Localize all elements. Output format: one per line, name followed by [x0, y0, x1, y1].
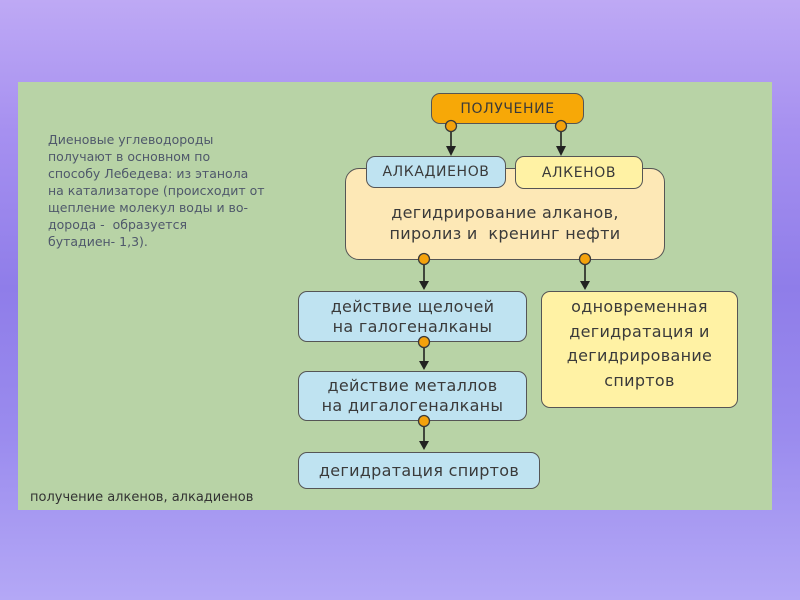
branch-alkadienes-label: АЛКАДИЕНОВ — [382, 164, 490, 180]
note-line: щепление молекул воды и во- — [48, 200, 249, 215]
branch-alkenes-label: АЛКЕНОВ — [541, 164, 617, 181]
common-method-line: дегидрирование алканов, — [391, 203, 619, 222]
dehydration-method-label: дегидратация спиртов — [318, 461, 520, 480]
note-line: на катализаторе (происходит от — [48, 183, 265, 198]
branch-node-alkadienes: АЛКАДИЕНОВ — [366, 156, 506, 188]
slide-caption: получение алкенов, алкадиенов — [30, 490, 254, 505]
simultaneous-method-line: дегидрирование — [566, 346, 713, 365]
note-line: дорода - образуется — [48, 217, 187, 232]
root-node-obtaining: ПОЛУЧЕНИЕ — [431, 93, 584, 124]
lebedev-method-note: Диеновые углеводороды получают в основно… — [48, 131, 298, 250]
note-line: способу Лебедева: из этанола — [48, 166, 249, 181]
note-line: бутадиен- 1,3). — [48, 234, 148, 249]
root-node-label: ПОЛУЧЕНИЕ — [460, 100, 555, 117]
alkali-method-node: действие щелочей на галогеналканы — [298, 291, 527, 342]
metals-method-line: на дигалогеналканы — [321, 396, 504, 415]
metals-method-node: действие металлов на дигалогеналканы — [298, 371, 527, 421]
dehydration-method-node: дегидратация спиртов — [298, 452, 540, 489]
note-line: получают в основном по — [48, 149, 211, 164]
metals-method-line: действие металлов — [327, 376, 498, 395]
alkali-method-line: на галогеналканы — [332, 316, 493, 336]
common-method-line: пиролиз и кренинг нефти — [389, 224, 621, 243]
note-line: Диеновые углеводороды — [48, 132, 214, 147]
alkali-method-line: действие щелочей — [330, 296, 495, 316]
simultaneous-method-line: спиртов — [604, 370, 675, 390]
branch-node-alkenes: АЛКЕНОВ — [515, 156, 643, 189]
simultaneous-method-node: одновременная дегидратация и дегидрирова… — [541, 291, 738, 408]
simultaneous-method-line: одновременная — [571, 297, 708, 316]
simultaneous-method-line: дегидратация и — [569, 321, 710, 341]
